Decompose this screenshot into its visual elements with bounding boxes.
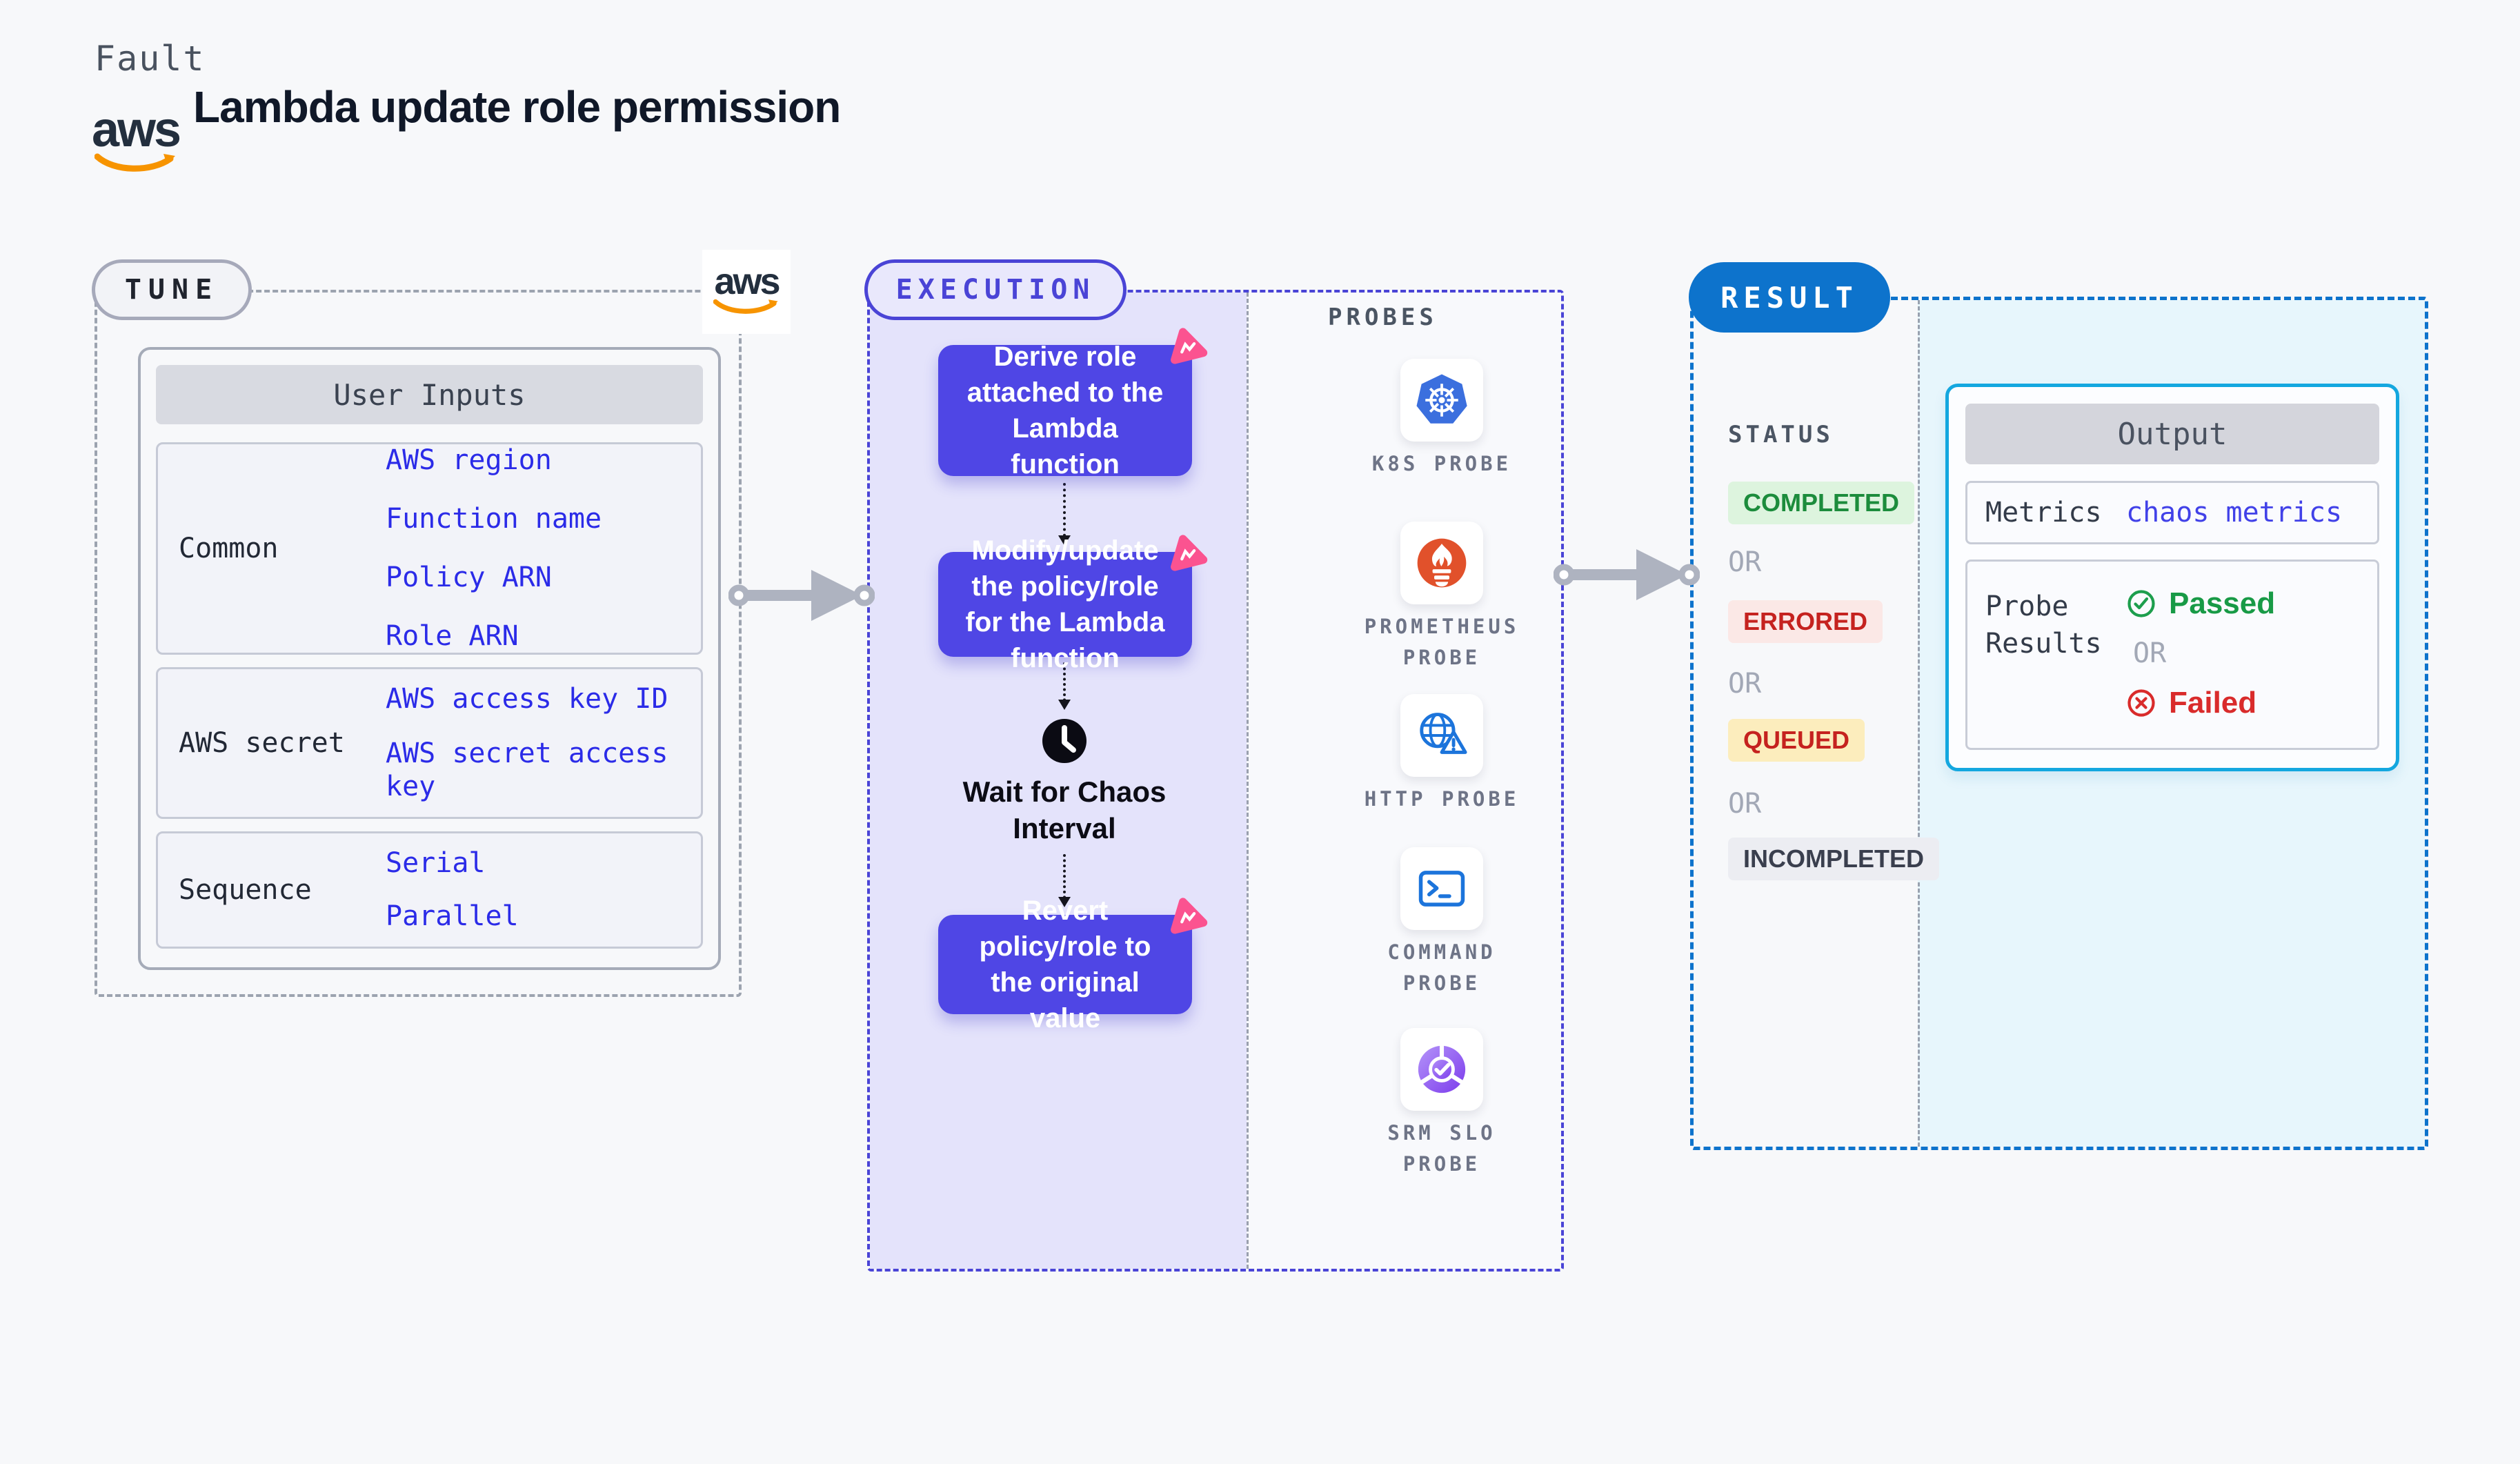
result-pill: RESULT [1689,262,1890,333]
connector-arrow [1058,483,1071,546]
metrics-value-link: chaos metrics [2126,497,2343,528]
wait-for-chaos-label: Wait for Chaos Interval [962,775,1167,844]
probe-results-row: Probe Results Passed OR Faile [1965,560,2379,750]
input-row-common: Common AWS region Function name Policy A… [156,442,703,655]
input-row-label: Sequence [179,874,312,906]
step-derive-role: Derive role attached to the Lambda funct… [938,342,1192,479]
step-revert-policy: Revert policy/role to the original value [938,896,1192,1033]
input-value: AWS access key ID [386,683,668,715]
connector-arrow [1058,662,1071,710]
metrics-row: Metrics chaos metrics [1965,481,2379,544]
metrics-label: Metrics [1985,497,2102,528]
failed-line: Failed [2126,686,2275,720]
flow-arrow-tune-to-execution [728,570,875,621]
kubernetes-icon [1416,374,1467,424]
probe-label: COMMAND PROBE [1387,940,1496,995]
status-badge-completed: COMPLETED [1728,482,1915,524]
probe-label: SRM SLO PROBE [1387,1121,1496,1176]
probe-label: HTTP PROBE [1364,787,1520,811]
passed-label: Passed [2169,586,2276,620]
input-value: AWS region [386,444,552,476]
probe-card-http [1400,694,1483,777]
status-badge-queued: QUEUED [1728,719,1865,762]
input-row-label: AWS secret [179,727,345,759]
user-inputs-header: User Inputs [156,365,703,424]
input-row-aws-secret: AWS secret AWS access key ID AWS secret … [156,667,703,819]
failed-label: Failed [2169,686,2257,720]
execution-pill: EXECUTION [864,259,1127,320]
or-separator: OR [1728,546,1762,578]
user-inputs-card: User Inputs Common AWS region Function n… [138,347,721,970]
input-value: Policy ARN [386,562,552,593]
aws-smile-icon [713,299,778,315]
probe-card-command [1400,847,1483,930]
tune-section-box [95,290,742,997]
status-badge-errored: ERRORED [1728,600,1883,643]
input-row-label: Common [179,533,279,564]
probe-card-prometheus [1400,522,1483,604]
input-value: Function name [386,502,602,535]
terminal-icon [1418,871,1465,907]
probes-title: PROBES [1328,304,1438,331]
aws-badge: aws [702,250,791,334]
aws-logo: aws [92,102,181,177]
status-badge-incompleted: INCOMPLETED [1728,838,1940,880]
input-value: Serial [386,847,486,879]
input-value: AWS secret access key [386,738,668,802]
tune-pill: TUNE [92,259,252,320]
input-row-values: AWS access key ID AWS secret access key [386,669,701,817]
or-separator: OR [1728,788,1762,820]
probe-results-values: Passed OR Failed [2126,562,2275,748]
prometheus-icon [1417,538,1467,588]
aws-wordmark-small: aws [714,260,780,302]
input-value: Role ARN [386,620,519,653]
probe-results-label: Probe Results [1985,591,2102,660]
x-circle-icon [2127,689,2155,717]
or-separator: OR [1728,668,1762,700]
step-modify-policy: Modify/update the policy/role for the La… [938,535,1192,673]
or-separator: OR [2133,637,2167,669]
fault-eyebrow: Fault [95,39,206,79]
input-row-values: AWS region Function name Policy ARN Role… [386,444,701,653]
chaos-litmus-icon [1171,898,1208,934]
http-globe-icon [1420,713,1467,754]
input-row-values: Serial Parallel [386,833,701,947]
flow-arrow-execution-to-result [1554,549,1700,600]
chaos-litmus-icon [1171,328,1208,364]
aws-smile-icon [94,153,175,172]
probe-card-srm-slo [1400,1028,1483,1111]
connector-arrow [1058,854,1071,907]
slo-pie-icon [1418,1045,1466,1094]
probe-card-k8s [1400,359,1483,442]
status-title: STATUS [1728,421,1834,448]
aws-wordmark: aws [92,102,181,157]
input-value: Parallel [386,900,519,932]
check-circle-icon [2127,590,2155,617]
chaos-litmus-icon [1171,535,1208,571]
output-header: Output [1965,404,2379,464]
probe-label: K8S PROBE [1371,452,1512,475]
probe-label: PROMETHEUS PROBE [1364,615,1520,669]
passed-line: Passed [2126,586,2275,621]
page-title: Lambda update role permission [193,82,841,132]
clock-icon [1042,719,1087,763]
input-row-sequence: Sequence Serial Parallel [156,831,703,949]
output-card: Output Metrics chaos metrics Probe Resul… [1945,384,2399,771]
